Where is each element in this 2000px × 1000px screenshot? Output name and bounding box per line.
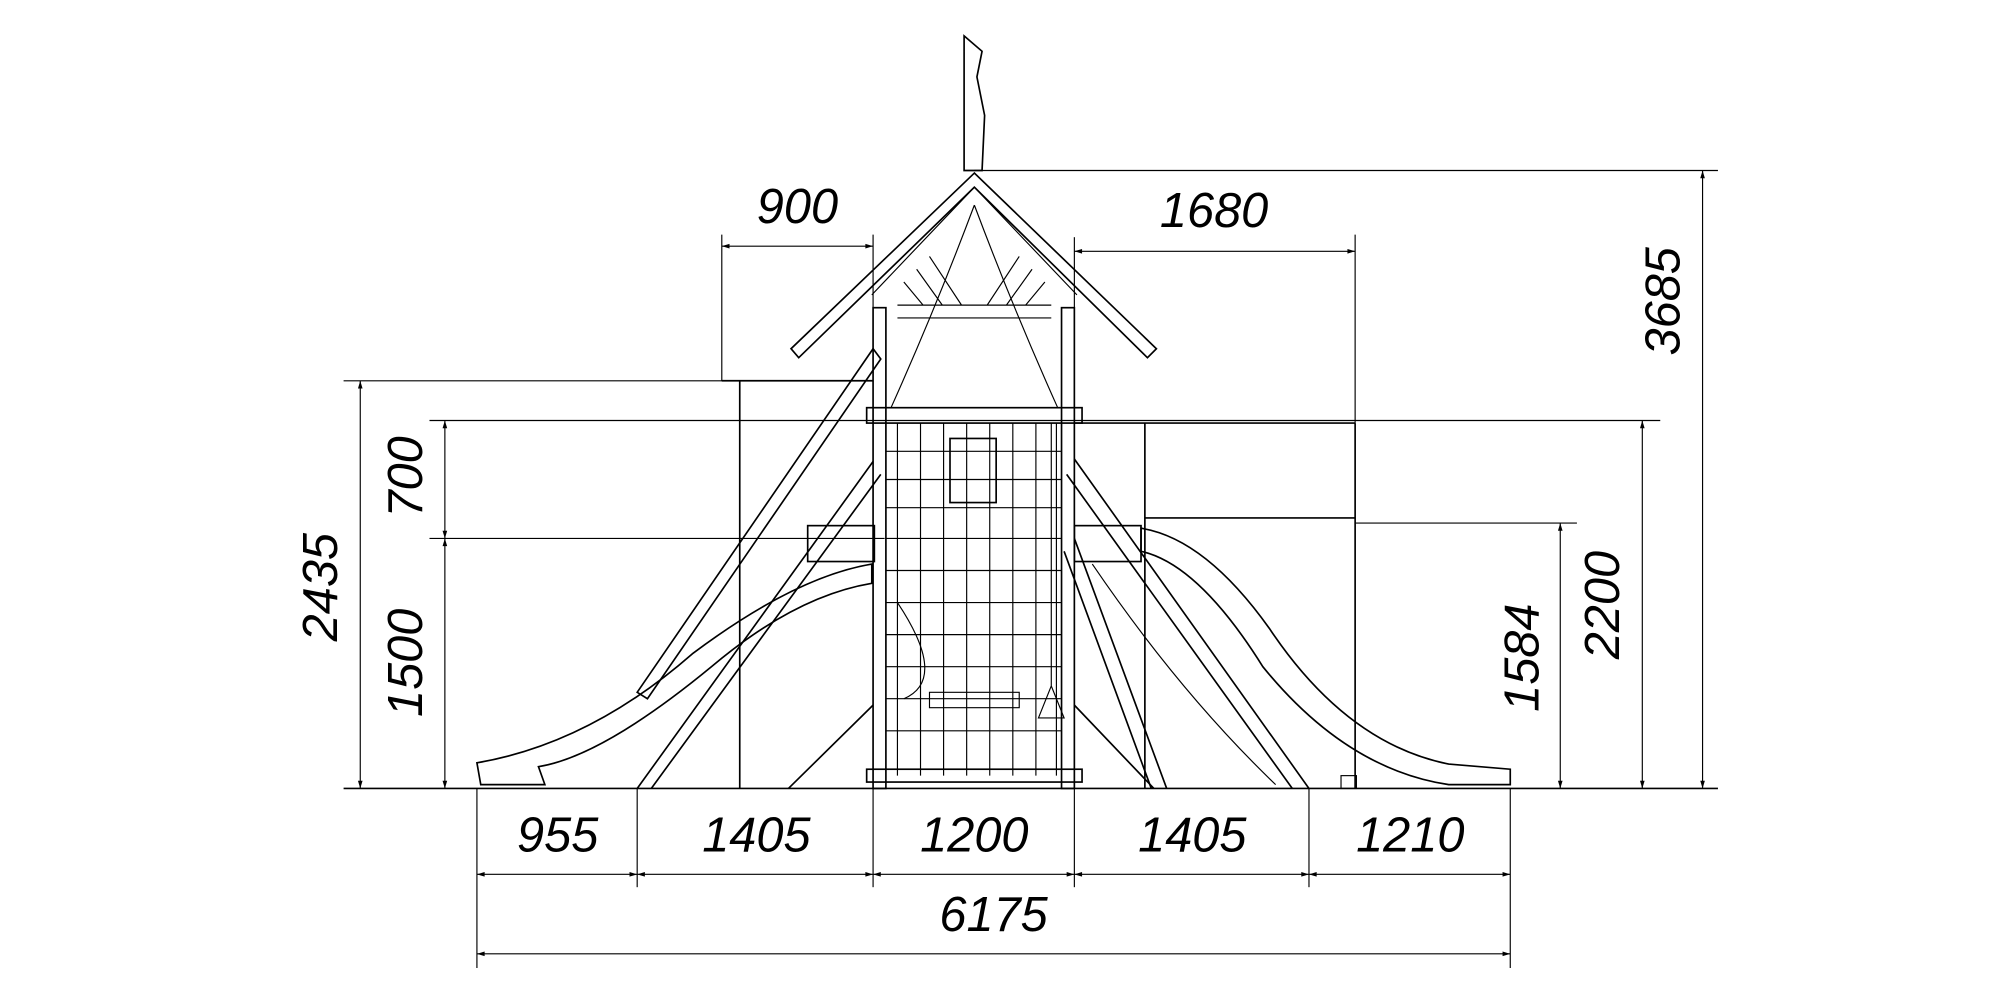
roof (789, 171, 1158, 359)
play-tower (475, 34, 1512, 790)
dim-label-1210: 1210 (1356, 808, 1464, 862)
dim-label-1405-right: 1405 (1138, 808, 1247, 862)
dim-label-900: 900 (757, 180, 838, 234)
dim-label-700: 700 (379, 436, 433, 517)
flag (963, 34, 986, 172)
right-slide (1140, 527, 1512, 786)
dim-label-1680: 1680 (1160, 184, 1268, 238)
dim-label-3685: 3685 (1636, 246, 1690, 355)
dimension-lines (357, 170, 1705, 957)
dim-label-1500: 1500 (379, 609, 433, 717)
dim-label-955: 955 (517, 808, 599, 862)
dim-label-total-width: 6175 (939, 888, 1048, 942)
dim-label-1405-left: 1405 (702, 808, 811, 862)
dim-label-2200: 2200 (1576, 551, 1630, 660)
dim-label-2435: 2435 (294, 532, 348, 642)
extension-lines (343, 169, 1718, 968)
dim-label-1200: 1200 (920, 808, 1028, 862)
left-slide (475, 563, 873, 786)
dim-label-1584: 1584 (1495, 604, 1549, 712)
